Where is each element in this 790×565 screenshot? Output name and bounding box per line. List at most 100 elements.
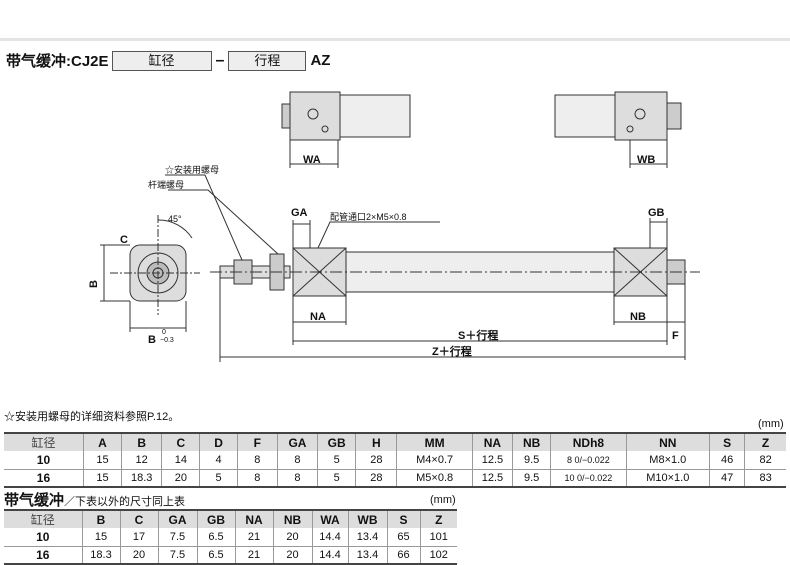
label-gb: GB <box>648 207 665 219</box>
cell: 12 <box>121 451 162 470</box>
cell: 10 <box>4 451 84 470</box>
model-prefix: 带气缓冲:CJ2E <box>6 53 109 70</box>
cushion-table-title: 带气缓冲／下表以外的尺寸同上表 <box>4 489 185 510</box>
col-header: NN <box>625 432 710 451</box>
table2-unit: (mm) <box>430 494 456 506</box>
mount-nut-note: ☆安装用螺母的详细资料参照P.12。 <box>4 411 180 423</box>
cell: 17 <box>119 528 158 547</box>
cell: 13.4 <box>347 546 387 565</box>
cell: 14.4 <box>311 546 348 565</box>
bore-box: 缸径 <box>111 50 212 71</box>
top-divider <box>0 38 790 41</box>
cell: 8 <box>276 469 318 488</box>
cell: 5 <box>199 469 238 488</box>
cell: 20 <box>161 469 200 488</box>
angle-label: 45° <box>168 214 182 224</box>
cell: 15 <box>82 451 122 470</box>
cell: 9.5 <box>512 469 551 488</box>
cell: 20 <box>119 546 158 565</box>
label-c: C <box>120 234 128 246</box>
cell: 7.5 <box>157 546 197 565</box>
col-header: S <box>709 432 745 451</box>
col-header: GB <box>317 432 356 451</box>
stroke-box: 行程 <box>228 50 307 71</box>
col-header: A <box>82 432 122 451</box>
cell: 9.5 <box>512 451 551 470</box>
cell: M4×0.7 <box>396 451 473 470</box>
col-header: C <box>119 509 158 528</box>
cell: 6.5 <box>196 546 235 565</box>
cell: 46 <box>709 451 745 470</box>
col-header: F <box>236 432 278 451</box>
cell: 21 <box>234 546 273 565</box>
col-header: C <box>161 432 200 451</box>
label-na: NA <box>310 311 326 323</box>
cell: 4 <box>199 451 238 470</box>
model-suffix: AZ <box>310 52 331 69</box>
col-header: Z <box>419 509 457 528</box>
cell: M8×1.0 <box>625 451 710 470</box>
cell: M10×1.0 <box>625 469 710 488</box>
cell: 8 0/−0.022 <box>550 451 627 470</box>
col-header: NDh8 <box>550 432 627 451</box>
col-header: WB <box>347 509 387 528</box>
cell: 101 <box>419 528 457 547</box>
cell: 13.4 <box>347 528 387 547</box>
cell: 21 <box>234 528 273 547</box>
cell: 5 <box>317 451 356 470</box>
col-header: NB <box>272 509 312 528</box>
cell: 47 <box>709 469 745 488</box>
cushion-subtitle: ／下表以外的尺寸同上表 <box>64 496 186 508</box>
head-cover-detail <box>289 91 341 141</box>
col-header: GB <box>196 509 235 528</box>
cell: 8 <box>236 469 278 488</box>
col-header: H <box>355 432 397 451</box>
col-header: NA <box>471 432 513 451</box>
label-wb: WB <box>637 154 655 166</box>
cell: 66 <box>386 546 420 565</box>
col-header: B <box>121 432 162 451</box>
cell: 83 <box>744 469 786 488</box>
cell: 5 <box>317 469 356 488</box>
col-header: GA <box>157 509 197 528</box>
cell: 6.5 <box>196 528 235 547</box>
cell: 28 <box>355 451 397 470</box>
col-header: MM <box>396 432 473 451</box>
col-header: S <box>386 509 420 528</box>
cell: 14 <box>161 451 200 470</box>
col-header: NB <box>512 432 551 451</box>
cell: 7.5 <box>157 528 197 547</box>
cell: 10 <box>4 528 82 547</box>
col-header: B <box>81 509 120 528</box>
port-label: 配管通口2×M5×0.8 <box>330 211 407 222</box>
col-header: GA <box>276 432 318 451</box>
cell: 12.5 <box>471 469 513 488</box>
cell: 12.5 <box>471 451 513 470</box>
tol-upper: 0 <box>162 329 166 336</box>
label-nb: NB <box>630 311 646 323</box>
label-s-stroke: S＋行程 <box>458 328 498 342</box>
col-header: WA <box>311 509 348 528</box>
model-code: 带气缓冲:CJ2E 缸径 – 行程 AZ <box>6 50 330 71</box>
label-ga: GA <box>291 207 308 219</box>
tol-lower: −0.3 <box>160 337 174 344</box>
cell: M5×0.8 <box>396 469 473 488</box>
cell: 20 <box>272 528 312 547</box>
label-wa: WA <box>303 154 321 166</box>
cell: 16 <box>4 546 82 565</box>
cell: 8 <box>236 451 278 470</box>
col-header: NA <box>234 509 273 528</box>
label-b-vertical: B <box>88 280 100 288</box>
cell: 20 <box>272 546 312 565</box>
cell: 18.3 <box>121 469 162 488</box>
col-header: 缸径 <box>4 509 82 528</box>
col-header: 缸径 <box>4 432 84 451</box>
